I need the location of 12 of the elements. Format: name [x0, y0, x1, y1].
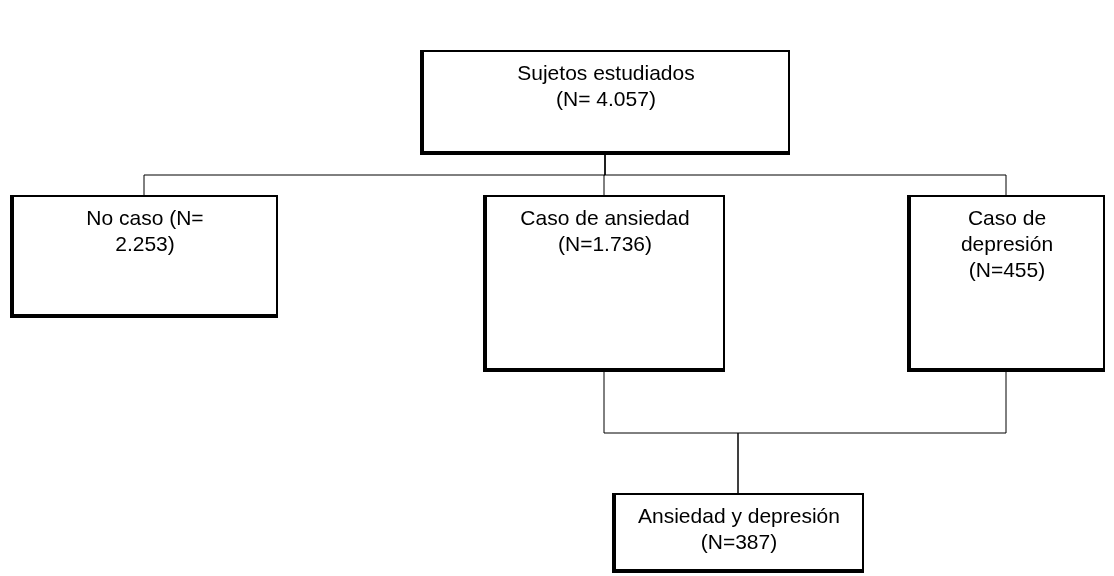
box-label: Caso de ansiedad (N=1.736) — [519, 205, 691, 257]
process-box — [10, 195, 278, 318]
box-label: Ansiedad y depresión (N=387) — [637, 503, 841, 555]
process-box — [907, 195, 1105, 372]
box-label: Caso de depresión (N=455) — [959, 205, 1055, 283]
box-label: Sujetos estudiados (N= 4.057) — [516, 60, 696, 112]
process-box — [612, 493, 864, 573]
connector-line — [604, 154, 1007, 196]
box-label: No caso (N= 2.253) — [85, 205, 205, 257]
process-box — [483, 195, 725, 372]
process-box — [420, 50, 790, 155]
connector-line — [737, 371, 1007, 494]
